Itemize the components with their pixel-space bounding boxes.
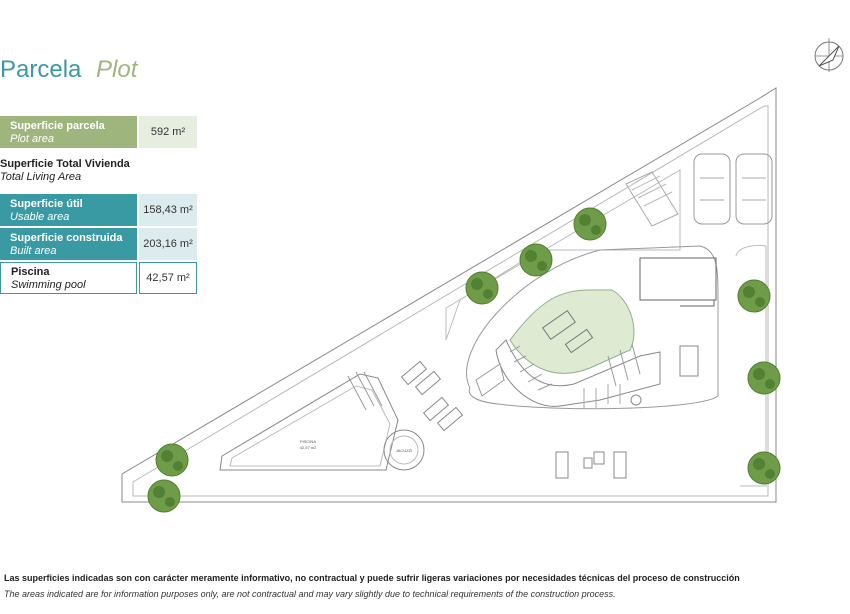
pool-area-value: 42,57 m² — [139, 262, 197, 294]
usable-area-value: 158,43 m² — [139, 194, 197, 226]
plot-area-row: Superficie parcela Plot area 592 m² — [0, 116, 197, 148]
pool-area-row: Piscina Swimming pool 42,57 m² — [0, 262, 197, 294]
usable-area-label-es: Superficie útil — [10, 198, 83, 210]
jacuzzi — [383, 429, 425, 471]
parked-car — [693, 153, 731, 225]
disclaimer-en: The areas indicated are for information … — [4, 589, 616, 599]
plot-area-label: Superficie parcela Plot area — [0, 116, 137, 148]
title-en: Plot — [96, 56, 138, 83]
swimming-pool — [219, 373, 399, 471]
plot-area-label-en: Plot area — [10, 133, 55, 145]
parked-car — [735, 153, 773, 225]
jacuzzi-label: JACUZZI — [396, 448, 412, 453]
built-area-row: Superficie construida Built area 203,16 … — [0, 228, 197, 260]
living-area-heading-en: Total Living Area — [0, 171, 82, 183]
house-footprint — [466, 245, 719, 410]
steps — [625, 171, 679, 227]
living-area-heading: Superficie Total Vivienda Total Living A… — [0, 158, 130, 184]
built-area-label-es: Superficie construida — [10, 232, 123, 244]
built-area-label: Superficie construida Built area — [0, 228, 137, 260]
house-module — [639, 257, 717, 301]
disclaimer-es: Las superficies indicadas son con caráct… — [4, 573, 740, 583]
title-es: Parcela — [0, 56, 82, 83]
garden-area — [509, 289, 635, 374]
dining-table — [679, 345, 699, 377]
usable-area-label: Superficie útil Usable area — [0, 194, 137, 226]
pool-area-label: Piscina Swimming pool — [0, 262, 137, 294]
pool-area-label-es: Piscina — [11, 266, 50, 278]
usable-area-label-en: Usable area — [10, 211, 70, 223]
plot-boundary — [121, 87, 777, 503]
page-title: Parcela Plot — [0, 56, 137, 84]
pool-label: PISCINA — [300, 439, 316, 444]
disclaimer: Las superficies indicadas son con caráct… — [4, 572, 846, 600]
built-area-value: 203,16 m² — [139, 228, 197, 260]
built-area-label-en: Built area — [10, 245, 57, 257]
pool-area-label-en: Swimming pool — [11, 279, 86, 291]
usable-area-row: Superficie útil Usable area 158,43 m² — [0, 194, 197, 226]
plot-area-value: 592 m² — [139, 116, 197, 148]
north-compass-icon — [814, 38, 844, 72]
driveway — [445, 169, 681, 341]
terrace — [495, 339, 661, 407]
living-area-heading-es: Superficie Total Vivienda — [0, 158, 130, 170]
pool-area-label: 42,57 m2 — [300, 445, 317, 450]
plot-area-label-es: Superficie parcela — [10, 120, 105, 132]
